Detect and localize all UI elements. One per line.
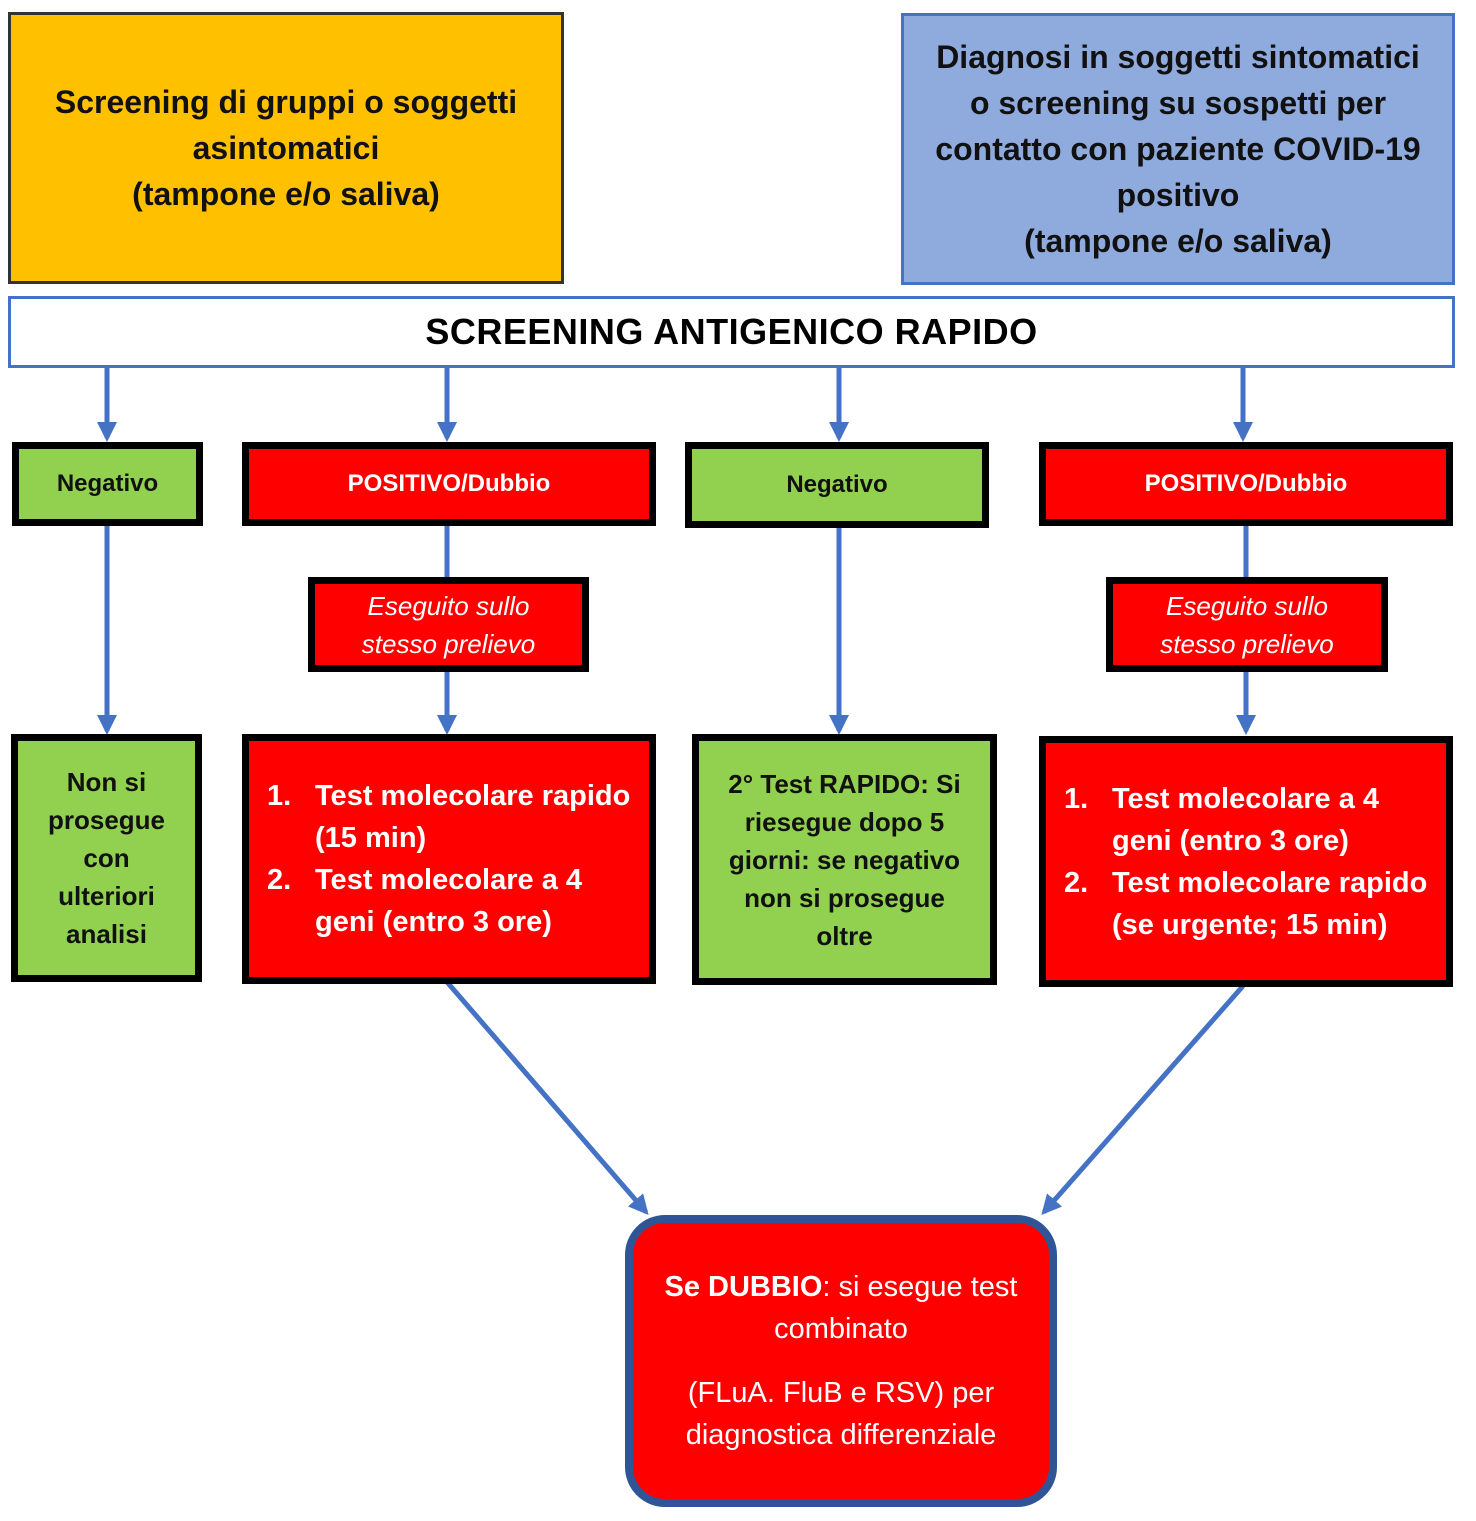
note-1-line: Eseguito sullo: [367, 590, 530, 621]
result-positivo-1-label: POSITIVO/Dubbio: [347, 470, 551, 497]
step-item: 2. Test molecolare a 4 geni (entro 3 ore…: [267, 859, 630, 943]
top-left-line1: Screening di gruppi o soggetti: [54, 84, 518, 120]
result-positivo-1: POSITIVO/Dubbio: [242, 442, 656, 526]
arrow-steps-2-to-final: [1041, 984, 1245, 1216]
result-negativo-2: Negativo: [685, 442, 989, 528]
step-number: 1.: [267, 780, 292, 812]
result-negativo-1: Negativo: [12, 442, 203, 526]
top-right-line5: (tampone e/o saliva): [1024, 223, 1332, 259]
banner-label: SCREENING ANTIGENICO RAPIDO: [425, 311, 1038, 352]
step-line: Test molecolare rapido: [315, 780, 631, 812]
outcome-1-line: ulteriori: [58, 881, 155, 911]
outcome-3-line: oltre: [816, 920, 873, 951]
result-positivo-2-label: POSITIVO/Dubbio: [1144, 470, 1348, 497]
top-right-line3: contatto con paziente COVID-19: [935, 131, 1421, 167]
top-left-line2: asintomatici: [192, 130, 380, 166]
final-line1: Se DUBBIO: si esegue test: [665, 1266, 1018, 1308]
top-right-line4: positivo: [1116, 177, 1240, 213]
outcome-3-line: non si prosegue: [744, 882, 945, 913]
outcome-1-line: prosegue: [47, 805, 166, 835]
outcome-3-line: riesegue dopo 5: [744, 806, 945, 837]
top-left-line3: (tampone e/o saliva): [132, 176, 440, 212]
note-2-line: stesso prelievo: [1160, 628, 1334, 659]
step-item: 2. Test molecolare rapido (se urgente; 1…: [1064, 862, 1427, 946]
result-negativo-2-label: Negativo: [786, 471, 888, 498]
outcome-1-line: Non si: [66, 767, 147, 797]
final-line2: combinato: [774, 1313, 908, 1345]
step-line: geni (entro 3 ore): [315, 906, 552, 938]
step-number: 2.: [1064, 866, 1089, 899]
outcome-3-line: 2° Test RAPIDO: Si: [728, 768, 961, 799]
result-negativo-1-label: Negativo: [56, 470, 159, 497]
step-line: Test molecolare a 4: [1112, 782, 1380, 815]
step-number: 2.: [267, 864, 292, 896]
step-item: 1. Test molecolare rapido (15 min): [267, 775, 630, 859]
note-1-line: stesso prelievo: [361, 628, 536, 659]
note-2-line: Eseguito sullo: [1166, 590, 1328, 621]
step-item: 1. Test molecolare a 4 geni (entro 3 ore…: [1064, 778, 1427, 862]
banner-rapid-antigen-screening: SCREENING ANTIGENICO RAPIDO: [8, 296, 1455, 368]
step-line: Test molecolare a 4: [315, 864, 583, 896]
result-positivo-2: POSITIVO/Dubbio: [1039, 442, 1453, 526]
step-line: (15 min): [315, 822, 427, 854]
outcome-3-line: giorni: se negativo: [728, 844, 961, 875]
final-doubtful-combined-test: Se DUBBIO: si esegue test combinato (FLu…: [625, 1215, 1057, 1507]
outcome-1-line: con: [83, 843, 130, 873]
final-line3: (FLuA. FluB e RSV) per: [687, 1377, 995, 1409]
final-line1-rest: : si esegue test: [822, 1271, 1018, 1303]
step-number: 1.: [1064, 782, 1089, 815]
step-line: Test molecolare rapido: [1112, 866, 1428, 899]
box-symptomatic-diagnosis: Diagnosi in soggetti sintomatici o scree…: [901, 13, 1455, 285]
final-bold-label: Se DUBBIO: [664, 1271, 823, 1303]
top-right-line1: Diagnosi in soggetti sintomatici: [936, 39, 1420, 75]
step-line: geni (entro 3 ore): [1112, 824, 1349, 857]
final-line4: diagnostica differenziale: [685, 1419, 997, 1451]
outcome-second-rapid-test: 2° Test RAPIDO: Si riesegue dopo 5 giorn…: [692, 734, 997, 985]
top-right-line2: o screening su sospetti per: [969, 85, 1387, 121]
note-same-sample-1: Eseguito sullo stesso prelievo: [308, 577, 589, 672]
box-asymptomatic-screening: Screening di gruppi o soggetti asintomat…: [8, 12, 564, 284]
steps-molecular-tests-2: 1. Test molecolare a 4 geni (entro 3 ore…: [1039, 736, 1453, 987]
outcome-1-line: analisi: [66, 919, 147, 949]
arrow-steps-1-to-final: [445, 980, 649, 1216]
outcome-no-further-analysis: Non si prosegue con ulteriori analisi: [11, 734, 202, 982]
step-line: (se urgente; 15 min): [1112, 908, 1388, 941]
note-same-sample-2: Eseguito sullo stesso prelievo: [1106, 577, 1388, 672]
steps-molecular-tests-1: 1. Test molecolare rapido (15 min) 2. Te…: [242, 734, 656, 984]
